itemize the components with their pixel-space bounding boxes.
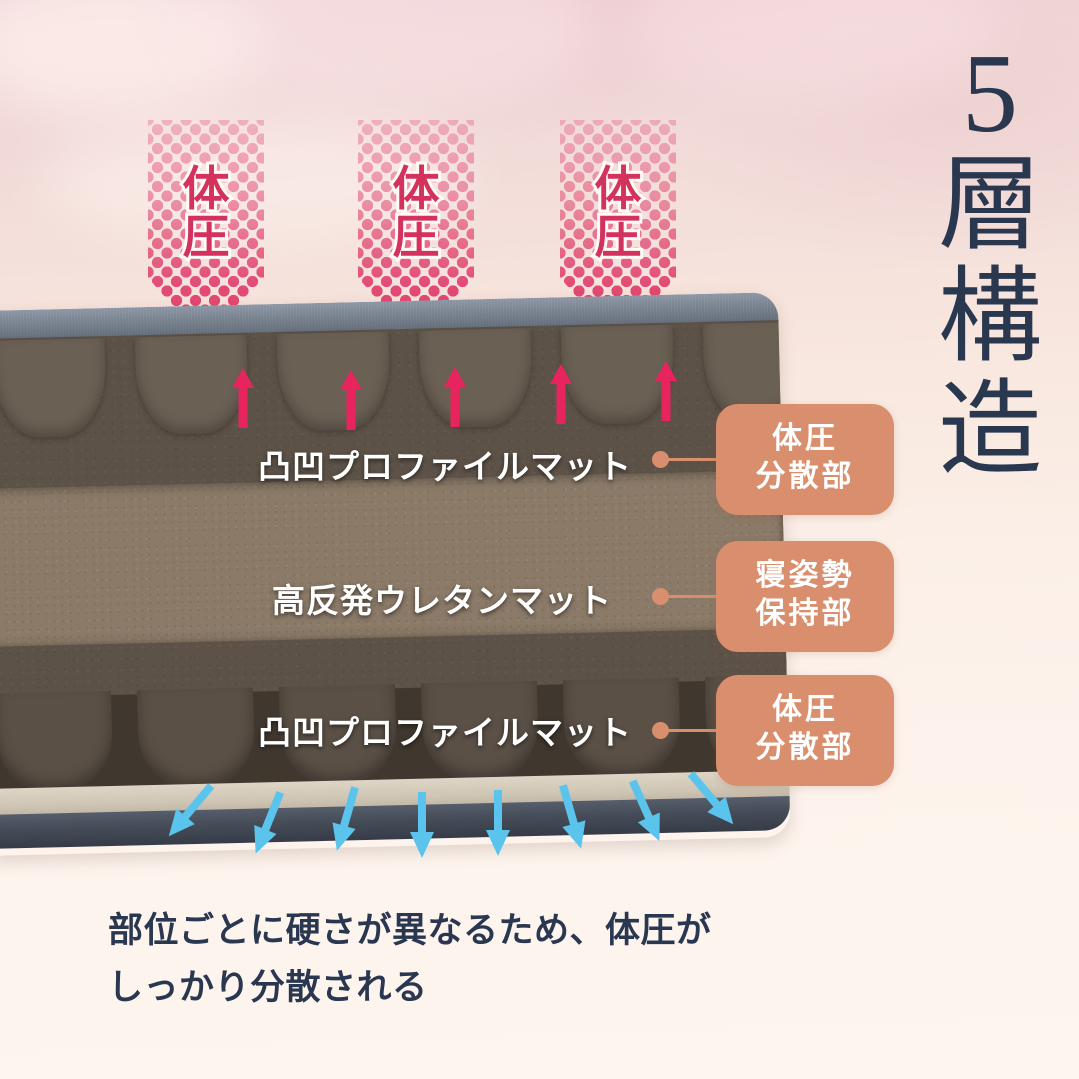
- title-char-3: 造: [937, 372, 1042, 488]
- caption: 部位ごとに硬さが異なるため、体圧が しっかり分散される: [108, 903, 712, 1016]
- dispersion-down-arrow: [687, 771, 734, 825]
- pressure-up-arrow: [655, 361, 677, 421]
- connector-dot: [652, 588, 669, 605]
- connector-dot: [652, 722, 669, 739]
- page-title: 5 層 構 造: [925, 38, 1055, 487]
- caption-line-2: しっかり分散される: [108, 967, 428, 1008]
- pressure-up-arrow: [340, 370, 362, 430]
- layer-label-profile-bottom: 凸凹プロファイルマット: [258, 713, 632, 752]
- pressure-up-arrow: [550, 364, 572, 424]
- dispersion-down-arrow: [254, 790, 285, 854]
- high-resilience-urethane-layer: [0, 470, 786, 649]
- caption-line-1: 部位ごとに硬さが異なるため、体圧が: [108, 911, 712, 951]
- layer-label-urethane: 高反発ウレタンマット: [272, 581, 612, 620]
- title-number: 5: [962, 32, 1018, 156]
- pressure-up-arrow: [444, 367, 466, 427]
- dispersion-down-arrow: [410, 792, 434, 858]
- connector-line: [666, 729, 730, 732]
- dispersion-down-arrow: [168, 783, 215, 837]
- dispersion-down-arrow: [628, 779, 660, 842]
- background-cloud: [180, 0, 600, 110]
- badge-line-2: 分散部: [755, 730, 855, 766]
- badge-pressure-dispersion-bottom: 体圧 分散部: [716, 675, 894, 786]
- badge-line-2: 分散部: [755, 459, 855, 495]
- dispersion-down-arrow: [559, 784, 586, 849]
- pressure-label-2: 体 圧: [390, 162, 443, 265]
- title-char-1: 層: [937, 148, 1042, 263]
- badge-posture-support: 寝姿勢 保持部: [716, 541, 894, 652]
- pressure-label-3: 体 圧: [592, 162, 645, 265]
- badge-line-2: 保持部: [755, 596, 855, 632]
- badge-line-1: 寝姿勢: [755, 558, 855, 593]
- title-char-2: 構: [937, 260, 1042, 376]
- connector-dot: [652, 451, 669, 468]
- pressure-label-1: 体 圧: [180, 162, 233, 265]
- connector-line: [666, 595, 730, 598]
- background-cloud: [0, 0, 260, 120]
- badge-line-1: 体圧: [772, 692, 838, 727]
- badge-line-1: 体圧: [772, 421, 838, 456]
- pressure-up-arrow: [232, 368, 254, 428]
- connector-line: [666, 458, 730, 461]
- badge-pressure-dispersion-top: 体圧 分散部: [716, 404, 894, 515]
- dispersion-down-arrow: [486, 790, 510, 856]
- dispersion-down-arrow: [332, 786, 359, 851]
- layer-label-profile-top: 凸凹プロファイルマット: [258, 447, 632, 486]
